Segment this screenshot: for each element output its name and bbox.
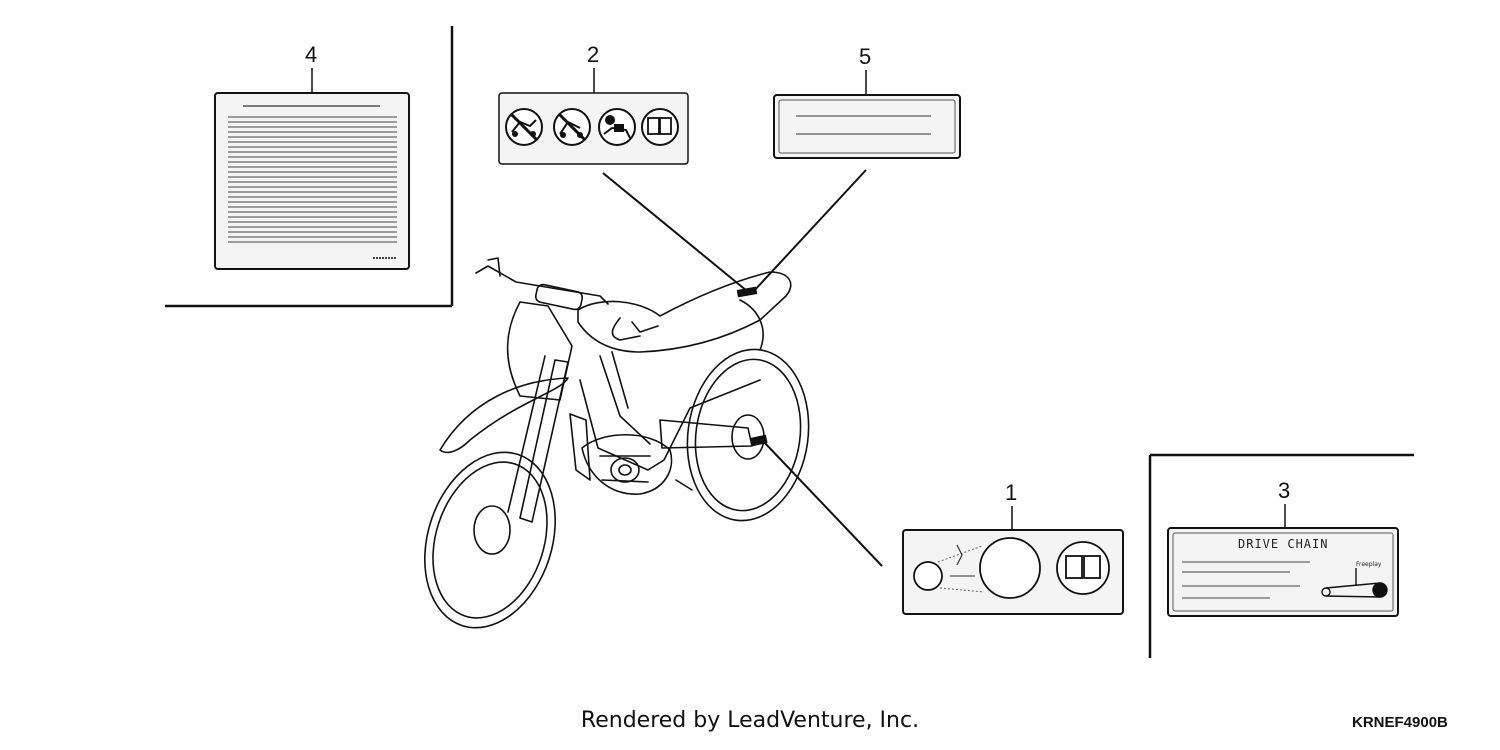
- label-4-group: 4: [165, 26, 454, 308]
- callout-1[interactable]: 1: [1005, 480, 1017, 505]
- leader-line-2: [602, 172, 748, 292]
- label-5-group: 5: [773, 44, 961, 159]
- manual-book-icon: [641, 108, 679, 146]
- callout-4[interactable]: 4: [305, 42, 317, 67]
- callout-2[interactable]: 2: [587, 42, 599, 67]
- label-5-sticker[interactable]: [773, 94, 961, 159]
- tire-pressure-icon: [913, 537, 1041, 599]
- callout-5[interactable]: 5: [859, 44, 871, 69]
- drive-chain-title: DRIVE CHAIN: [1238, 537, 1328, 551]
- no-ride-with-passenger-icon: [505, 108, 543, 146]
- drive-chain-icon: [1321, 568, 1388, 598]
- diagram-part-code: KRNEF4900B: [1352, 714, 1448, 731]
- freeplay-text: Freeplay: [1356, 561, 1382, 568]
- manual-book-icon: [1056, 541, 1110, 595]
- callout-3[interactable]: 3: [1278, 478, 1290, 503]
- label-2-group: 2: [498, 42, 689, 165]
- label-3-group: 3 DRIVE CHAIN Freeplay: [1148, 453, 1414, 658]
- leader-line-5: [752, 169, 867, 293]
- leader-line-1: [762, 440, 883, 567]
- footer-credit: Rendered by LeadVenture, Inc.: [580, 708, 920, 733]
- protective-gear-icon: [598, 108, 636, 146]
- label-1-group: 1: [902, 480, 1124, 615]
- motorcycle-illustration: [424, 257, 810, 629]
- label-2-sticker[interactable]: [498, 92, 689, 165]
- no-road-use-icon: [553, 108, 591, 146]
- label-4-sticker[interactable]: [214, 92, 410, 270]
